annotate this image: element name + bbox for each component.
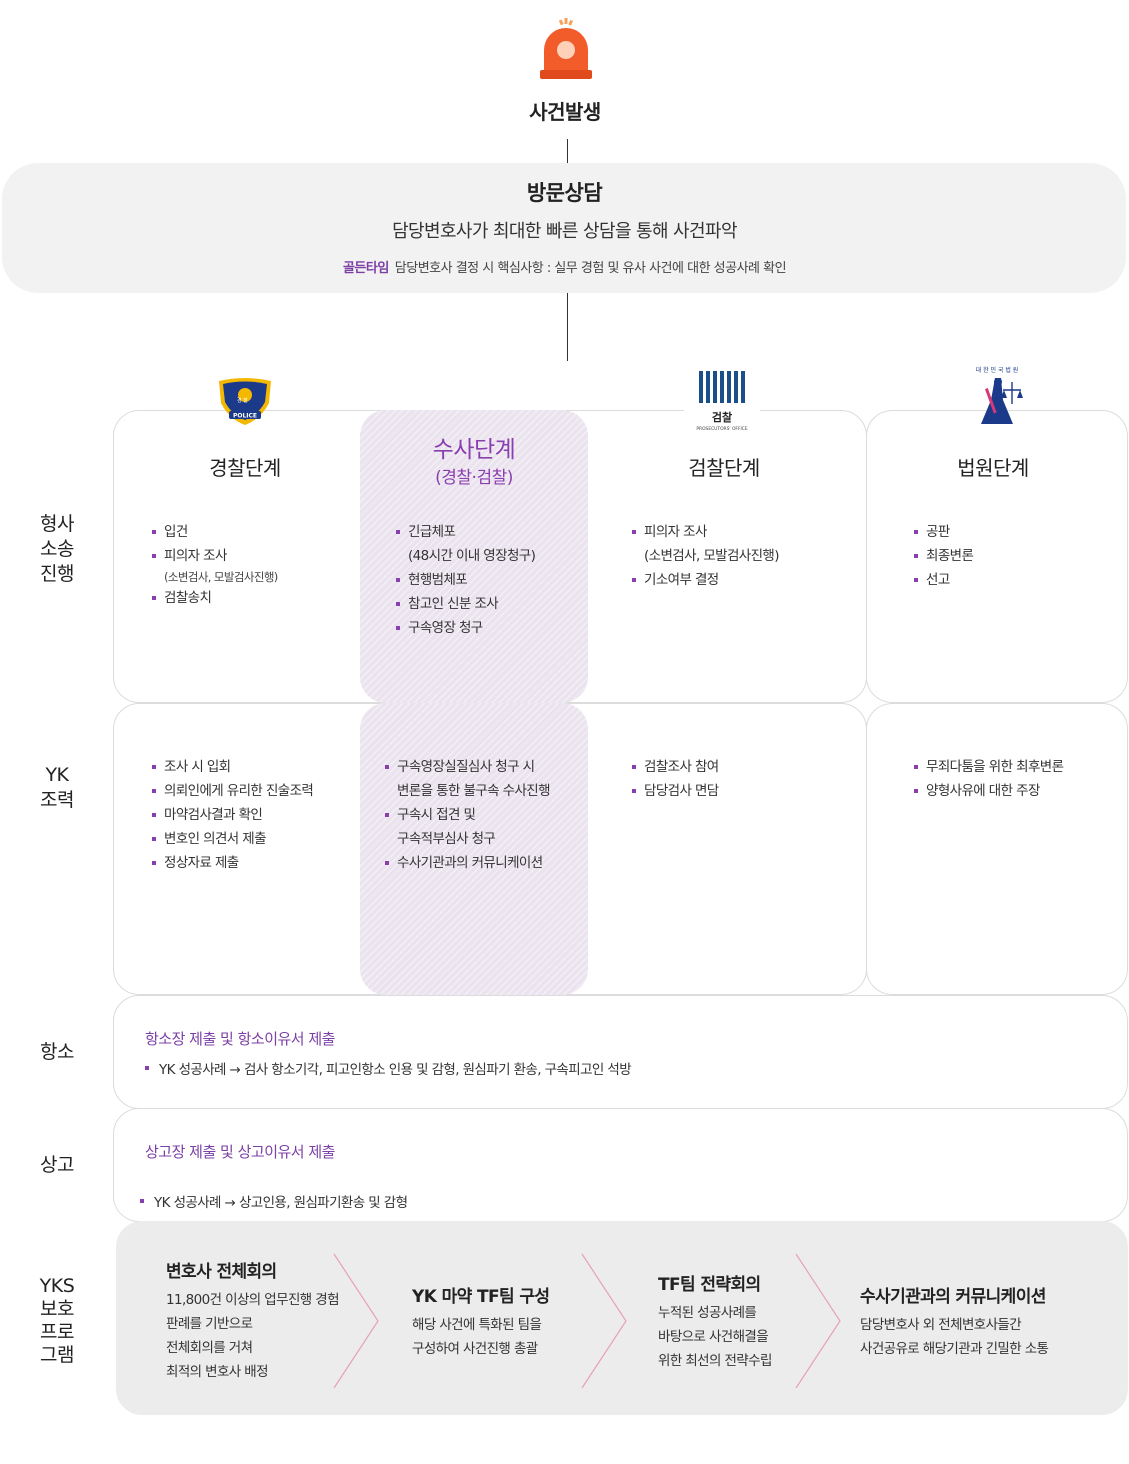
- consult-title: 방문상담: [526, 181, 603, 205]
- program-step-text: 담당변호사 외 전체변호사들간 사건공유로 해당기관과 긴밀한 소통: [860, 1317, 1049, 1357]
- event-title: 사건발생: [529, 100, 601, 124]
- court-emblem-icon: 대 한 민 국 법 원: [955, 360, 1039, 428]
- program-step-1: 변호사 전체회의 11,800건 이상의 업무진행 경험 판례를 기반으로 전체…: [166, 1257, 340, 1384]
- stage-investigation-title: 수사단계 (경찰·검찰): [360, 436, 588, 492]
- list-item: 선고: [914, 568, 973, 592]
- list-item: 정상자료 제출: [152, 851, 313, 875]
- yk-court-list: 무죄다툼을 위한 최후변론 양형사유에 대한 주장: [914, 755, 1064, 803]
- svg-text:POLICE: POLICE: [233, 413, 257, 420]
- police-emblem-icon: 경 찰 POLICE: [215, 377, 275, 427]
- list-item: 공판: [914, 520, 973, 544]
- stage-police-title: 경찰단계: [209, 456, 281, 480]
- criminal-prosecution-list: 피의자 조사(소변검사, 모발검사진행) 기소여부 결정: [632, 520, 780, 592]
- row-label-final-appeal: 상고: [40, 1154, 74, 1176]
- connector-line: [567, 293, 568, 361]
- list-item: 담당검사 면담: [632, 779, 719, 803]
- svg-text:경 찰: 경 찰: [237, 397, 248, 404]
- chevron-right-icon: [333, 1253, 379, 1389]
- program-step-2: YK 마약 TF팀 구성 해당 사건에 특화된 팀을 구성하여 사건진행 총괄: [412, 1282, 550, 1361]
- investigation-subtitle: (경찰·검찰): [435, 468, 513, 488]
- final-appeal-box: [113, 1108, 1128, 1222]
- yk-police-list: 조사 시 입회 의뢰인에게 유리한 진술조력 마약검사결과 확인 변호인 의견서…: [152, 755, 314, 875]
- yk-court-box: [866, 703, 1128, 995]
- final-appeal-item: YK 성공사례 → 상고인용, 원심파기환송 및 감형: [140, 1191, 1129, 1211]
- list-item: 참고인 신분 조사: [396, 592, 535, 616]
- investigation-column-bottom: [360, 703, 588, 995]
- program-step-title: YK 마약 TF팀 구성: [412, 1287, 550, 1307]
- program-step-3: TF팀 전략회의 누적된 성공사례를 바탕으로 사건해결을 위한 최선의 전략수…: [658, 1270, 772, 1373]
- svg-text:검찰: 검찰: [712, 410, 732, 424]
- consult-note: 골든타임 담당변호사 결정 시 핵심사항 : 실무 경험 및 유사 사건에 대한 …: [0, 257, 1129, 276]
- svg-text:PROSECUTORS' OFFICE: PROSECUTORS' OFFICE: [696, 426, 747, 432]
- consult-note-text: 담당변호사 결정 시 핵심사항 : 실무 경험 및 유사 사건에 대한 성공사례…: [394, 261, 787, 276]
- chevron-right-icon: [581, 1253, 627, 1389]
- stage-prosecution-title: 검찰단계: [688, 456, 760, 480]
- list-item: 의뢰인에게 유리한 진술조력: [152, 779, 314, 803]
- criminal-police-list: 입건 피의자 조사(소변검사, 모발검사진행) 검찰송치: [152, 520, 278, 610]
- row-label-appeal: 항소: [40, 1041, 74, 1063]
- prosecution-emblem-icon: 검찰 PROSECUTORS' OFFICE: [684, 368, 760, 434]
- list-item: 피의자 조사(소변검사, 모발검사진행): [152, 544, 278, 586]
- connector-line: [567, 139, 568, 163]
- list-item: 최종변론: [914, 544, 974, 568]
- criminal-court-list: 공판 최종변론 선고: [914, 520, 974, 592]
- criminal-court-box: [866, 410, 1128, 703]
- row-label-yks: YKS 보호 프로 그램: [39, 1275, 75, 1366]
- list-item: 구속영장 청구: [396, 616, 535, 640]
- program-step-text: 누적된 성공사례를 바탕으로 사건해결을 위한 최선의 전략수립: [658, 1305, 772, 1369]
- yks-program-panel: [116, 1221, 1128, 1415]
- program-step-title: 수사기관과의 커뮤니케이션: [860, 1287, 1046, 1307]
- criminal-investigation-list: 긴급체포(48시간 이내 영장청구) 현행범체포 참고인 신분 조사 구속영장 …: [396, 520, 536, 640]
- list-item: 양형사유에 대한 주장: [914, 779, 1063, 803]
- investigation-column-top: [360, 410, 588, 703]
- stage-court-title: 법원단계: [957, 456, 1029, 480]
- program-step-text: 11,800건 이상의 업무진행 경험 판례를 기반으로 전체회의를 거쳐 최적…: [166, 1292, 340, 1380]
- golden-time-label: 골든타임: [342, 261, 389, 276]
- list-item: 긴급체포(48시간 이내 영장청구): [396, 520, 536, 568]
- row-label-criminal: 형사 소송 진행: [40, 513, 74, 585]
- list-item: 검찰조사 참여: [632, 755, 719, 779]
- consult-panel: [2, 163, 1126, 293]
- yk-prosecution-list: 검찰조사 참여 담당검사 면담: [632, 755, 719, 803]
- svg-text:대 한 민 국 법 원: 대 한 민 국 법 원: [976, 366, 1019, 374]
- siren-icon: [534, 18, 598, 84]
- appeal-item: YK 성공사례 → 검사 항소기각, 피고인항소 인용 및 감형, 원심파기 환…: [145, 1058, 1129, 1078]
- list-item: 검찰송치: [152, 586, 278, 610]
- final-appeal-head: 상고장 제출 및 상고이유서 제출: [145, 1143, 335, 1161]
- program-step-text: 해당 사건에 특화된 팀을 구성하여 사건진행 총괄: [412, 1317, 542, 1357]
- list-item: 기소여부 결정: [632, 568, 779, 592]
- program-step-4: 수사기관과의 커뮤니케이션 담당변호사 외 전체변호사들간 사건공유로 해당기관…: [860, 1282, 1049, 1361]
- consult-subtitle: 담당변호사가 최대한 빠른 상담을 통해 사건파악: [392, 221, 737, 242]
- chevron-right-icon: [795, 1253, 841, 1389]
- list-item: 조사 시 입회: [152, 755, 313, 779]
- list-item: 입건: [152, 520, 278, 544]
- list-item: 현행범체포: [396, 568, 535, 592]
- appeal-head: 항소장 제출 및 항소이유서 제출: [145, 1030, 335, 1048]
- row-label-yk: YK 조력: [40, 764, 74, 811]
- program-step-title: TF팀 전략회의: [658, 1275, 761, 1295]
- program-step-title: 변호사 전체회의: [166, 1262, 277, 1282]
- investigation-title: 수사단계: [432, 437, 516, 463]
- list-item: 수사기관과의 커뮤니케이션: [385, 851, 550, 875]
- list-item: 마약검사결과 확인: [152, 803, 313, 827]
- list-item: 변호인 의견서 제출: [152, 827, 313, 851]
- list-item: 무죄다툼을 위한 최후변론: [914, 755, 1064, 779]
- appeal-box: [113, 995, 1128, 1109]
- list-item: 피의자 조사(소변검사, 모발검사진행): [632, 520, 780, 568]
